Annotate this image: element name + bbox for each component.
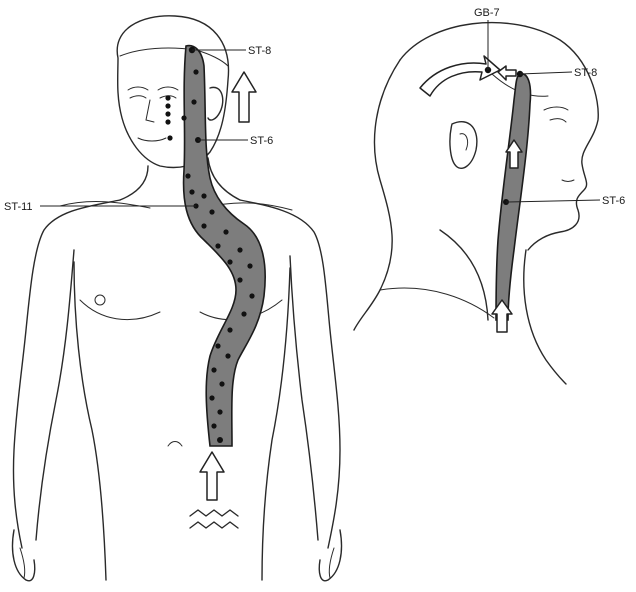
navel	[168, 442, 182, 447]
side-brow	[544, 107, 568, 110]
point-face-5	[181, 115, 186, 120]
point-chest-9	[249, 293, 254, 298]
label-st6-side: ST-6	[602, 195, 625, 207]
neck-left	[120, 166, 148, 200]
right-brow	[158, 87, 178, 90]
point-chest-4	[215, 243, 220, 248]
left-nipple	[95, 295, 105, 305]
point-chest-8	[237, 277, 242, 282]
point-abd-8	[217, 409, 222, 414]
point-abd-9	[211, 423, 216, 428]
side-channel	[496, 74, 531, 320]
label-st11: ST-11	[4, 201, 33, 213]
right-thumb	[329, 548, 334, 578]
front-channel	[184, 46, 266, 446]
left-arm-outer	[13, 200, 120, 548]
side-back-of-head	[354, 60, 400, 330]
point-channel-1	[193, 69, 198, 74]
side-mouth	[562, 180, 574, 182]
point-abd-1	[241, 311, 246, 316]
point-face-2	[165, 103, 170, 108]
front-up-arrow-bottom	[200, 452, 224, 500]
label-st8-side: ST-8	[574, 67, 597, 79]
point-channel-2	[191, 99, 196, 104]
leader-st8-side	[520, 72, 572, 74]
point-abd-2	[227, 327, 232, 332]
left-arm-inner	[36, 250, 74, 540]
point-abd-6	[219, 381, 224, 386]
point-face-4	[165, 119, 170, 124]
point-neck-2	[189, 189, 194, 194]
front-nose	[146, 100, 154, 122]
side-ear-inner	[460, 134, 468, 150]
torso-right	[262, 268, 290, 580]
side-head	[354, 23, 598, 384]
wave-line-2	[190, 522, 238, 528]
right-arm-inner	[290, 256, 318, 540]
side-left-arrow-st8	[498, 66, 516, 80]
front-mouth	[138, 138, 166, 141]
left-eye	[130, 96, 146, 98]
front-up-arrow-head	[232, 72, 256, 122]
label-st8-front: ST-8	[248, 45, 271, 57]
point-abd-10	[217, 437, 223, 443]
point-chest-7	[247, 263, 252, 268]
label-st6-front: ST-6	[250, 135, 273, 147]
point-chest-3	[223, 229, 228, 234]
point-chest-5	[237, 247, 242, 252]
torso-left	[74, 262, 106, 580]
left-hand	[13, 530, 35, 581]
side-neck-back	[440, 230, 488, 320]
wave-line-1	[190, 510, 238, 516]
point-neck-3	[201, 193, 206, 198]
point-abd-4	[225, 353, 230, 358]
point-face-6	[167, 135, 172, 140]
point-chest-6	[227, 259, 232, 264]
left-brow	[128, 87, 148, 90]
side-ear	[450, 122, 477, 169]
point-abd-3	[215, 343, 220, 348]
point-abd-7	[209, 395, 214, 400]
point-face-3	[165, 111, 170, 116]
side-face-profile	[400, 23, 598, 250]
side-neck-front	[524, 250, 566, 384]
point-chest-2	[201, 223, 206, 228]
front-head-outline	[117, 16, 228, 168]
front-figure	[13, 16, 342, 581]
side-shoulder	[380, 288, 494, 318]
side-eye	[550, 119, 566, 122]
point-neck-1	[185, 173, 190, 178]
point-abd-5	[211, 367, 216, 372]
label-gb7: GB-7	[474, 7, 500, 19]
point-chest-1	[209, 209, 214, 214]
front-hairline	[120, 48, 228, 66]
left-thumb	[20, 548, 25, 578]
front-ear	[208, 87, 223, 120]
point-face-1	[165, 95, 170, 100]
left-pec	[80, 300, 160, 320]
